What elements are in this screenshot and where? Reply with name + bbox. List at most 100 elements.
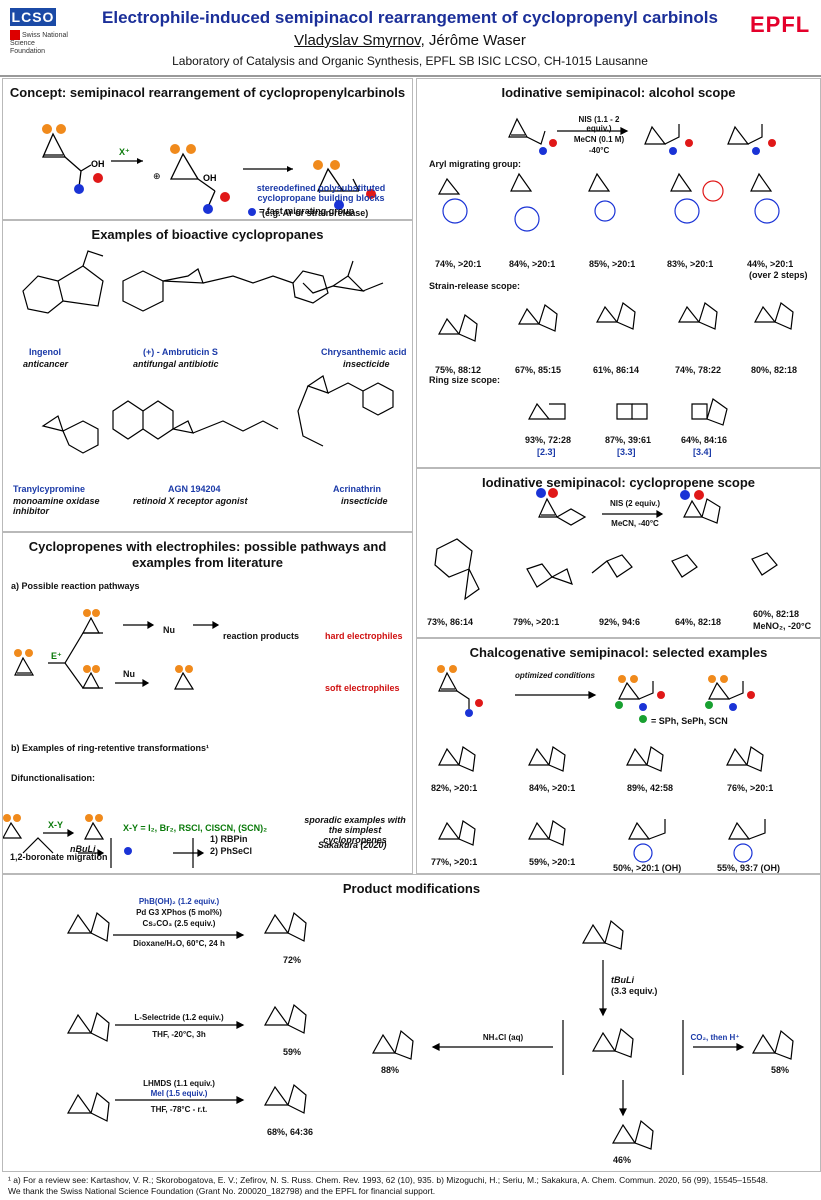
ring-tag-3: [3.4]: [693, 447, 712, 457]
poster-authors: Vladyslav Smyrnov, Jérôme Waser: [294, 32, 526, 49]
concept-legend-2: (e.g. Ar or strain-release): [262, 208, 369, 218]
concept-title: Concept: semipinacol rearrangement of cy…: [9, 85, 406, 100]
cyclopropene-yield-5-note: MeNO₂, -20°C: [753, 621, 812, 631]
ring-yield-3: 64%, 84:16: [681, 435, 728, 445]
nh4cl-reagent: NH₄Cl (aq): [482, 1033, 524, 1042]
cyclopropene-yield-2: 79%, >20:1: [513, 617, 560, 627]
modifications-title: Product modifications: [342, 881, 481, 896]
header-divider: [0, 75, 821, 77]
poster-header: LCSO Swiss National Science Foundation E…: [0, 0, 821, 74]
alcohol-reagent-1: NIS (1.1 - 2 equiv.): [578, 115, 620, 133]
chalcogen-yield-r1-2: 84%, >20:1: [529, 783, 576, 793]
bioactive-structures: [22, 250, 394, 454]
aryl-label: Aryl migrating group:: [429, 159, 521, 169]
chalcogen-yield-r2-4: 55%, 93:7 (OH): [717, 863, 781, 873]
nh4cl-yield: 88%: [381, 1065, 400, 1075]
methylation-reagent-2: MeI (1.5 equiv.): [150, 1089, 208, 1098]
strain-yield-3: 61%, 86:14: [593, 365, 640, 375]
methylation-yield: 68%, 64:36: [267, 1127, 314, 1137]
lcso-logo: LCSO Swiss National Science Foundation: [10, 8, 68, 64]
concept-panel: Concept: semipinacol rearrangement of cy…: [2, 78, 413, 220]
co2-reagent: CO₂, then H⁺: [690, 1033, 740, 1042]
concept-legend: = fast migrating group: [259, 206, 355, 216]
strain-yield-4: 74%, 78:22: [675, 365, 722, 375]
cyclopropene-scope-panel: Iodinative semipinacol: cyclopropene sco…: [416, 468, 821, 638]
benzophenone-yield: 46%: [613, 1155, 632, 1165]
cyclopropene-reagent-1: NIS (2 equiv.): [609, 499, 661, 508]
epfl-logo: EPFL: [750, 12, 811, 37]
modifications-structures: [66, 911, 794, 1150]
agn-desc: retinoid X receptor agonist: [133, 496, 248, 506]
pathways-subtitle: a) Possible reaction pathways: [11, 581, 140, 591]
ring-yield-2: 87%, 39:61: [605, 435, 652, 445]
svg-text:OH: OH: [203, 173, 217, 183]
nu-label-2: Nu: [123, 669, 135, 679]
acrinathrin-name: Acrinathrin: [333, 484, 382, 494]
alcohol-reagent-2: MeCN (0.1 M): [573, 135, 625, 144]
alcohol-scope-title: Iodinative semipinacol: alcohol scope: [501, 85, 736, 100]
tranylcypromine-desc: monoamine oxidase inhibitor: [13, 496, 100, 516]
bioactive-title: Examples of bioactive cyclopropanes: [91, 227, 324, 242]
chalcogen-yield-r2-2: 59%, >20:1: [529, 857, 576, 867]
strain-yield-5: 80%, 82:18: [751, 365, 798, 375]
chalcogen-yield-r1-3: 89%, 42:58: [627, 783, 674, 793]
difunct-label: Difunctionalisation:: [11, 773, 95, 783]
sporadic-note: sporadic examples with the simplest cycl…: [304, 815, 406, 845]
cyclopropene-yield-1: 73%, 86:14: [427, 617, 474, 627]
chalcogen-yield-r2-1: 77%, >20:1: [431, 857, 478, 867]
chrysanthemic-name: Chrysanthemic acid: [321, 347, 407, 357]
aryl-yield-3: 85%, >20:1: [589, 259, 636, 269]
methylation-reagent-3: THF, -78°C - r.t.: [150, 1105, 208, 1114]
footnote-ref: ¹ a) For a review see: Kartashov, V. R.;…: [8, 1175, 769, 1185]
eplus-label: E⁺: [51, 651, 62, 661]
xy-reagent: X-Y: [48, 820, 64, 830]
ingenol-name: Ingenol: [29, 347, 61, 357]
ambruticin-name: (+) - Ambruticin S: [143, 347, 218, 357]
aryl-yield-4: 83%, >20:1: [667, 259, 714, 269]
nbuli-reagent: nBuLi: [70, 844, 96, 854]
blue-dot-icon: [248, 208, 256, 216]
reduction-reagent-2: THF, -20°C, 3h: [152, 1030, 206, 1039]
poster-affiliation: Laboratory of Catalysis and Organic Synt…: [172, 54, 648, 68]
footnote-ack: We thank the Swiss National Science Foun…: [8, 1186, 436, 1196]
nu-label-1: Nu: [163, 625, 175, 635]
alcohol-scope-structures: [438, 117, 794, 426]
xy-list: X-Y = I₂, Br₂, RSCl, ClSCN, (SCN)₂: [123, 823, 268, 833]
snsf-flag-icon: [10, 30, 20, 40]
suzuki-yield: 72%: [283, 955, 302, 965]
methylation-reagent-1: LHMDS (1.1 equiv.): [143, 1079, 215, 1088]
phsecl-step: 2) PhSeCl: [210, 846, 253, 856]
chalcogen-yield-r1-4: 76%, >20:1: [727, 783, 774, 793]
chalcogen-yield-r1-1: 82%, >20:1: [431, 783, 478, 793]
co2-yield: 58%: [771, 1065, 790, 1075]
lcso-logo-text: LCSO: [10, 8, 56, 26]
cyclopropene-scope-title: Iodinative semipinacol: cyclopropene sco…: [481, 475, 756, 490]
chalcogen-legend: = SPh, SePh, SCN: [651, 716, 728, 726]
chalcogen-title: Chalcogenative semipinacol: selected exa…: [469, 645, 768, 660]
rbpin-step: 1) RBPin: [210, 834, 248, 844]
svg-text:OH: OH: [91, 159, 105, 169]
suzuki-reagent-1: PhB(OH)₂ (1.2 equiv.): [138, 897, 220, 906]
tbuli-reagent: tBuLi: [611, 975, 634, 985]
ring-tag-1: [2.3]: [537, 447, 556, 457]
cyclopropene-yield-5: 60%, 82:18: [753, 609, 800, 619]
chalcogen-panel: Chalcogenative semipinacol: selected exa…: [416, 638, 821, 874]
poster-title: Electrophile-induced semipinacol rearran…: [102, 8, 718, 27]
cyclopropenes-panel: Cyclopropenes with electrophiles: possib…: [2, 532, 413, 874]
chalcogen-yield-r2-3: 50%, >20:1 (OH): [613, 863, 682, 873]
strain-label: Strain-release scope:: [429, 281, 521, 291]
ring-retentive-subtitle: b) Examples of ring-retentive transforma…: [11, 743, 210, 753]
ring-label: Ring size scope:: [429, 375, 501, 385]
svg-text:⊕: ⊕: [153, 171, 161, 181]
modifications-panel: Product modifications PhB(OH)₂ (1.2 equi…: [2, 874, 821, 1172]
ingenol-desc: anticancer: [23, 359, 69, 369]
alcohol-scope-panel: Iodinative semipinacol: alcohol scope: [416, 78, 821, 468]
chrysanthemic-desc: insecticide: [343, 359, 390, 369]
ring-tag-2: [3.3]: [617, 447, 636, 457]
soft-electrophiles: soft electrophiles: [325, 683, 400, 693]
agn-name: AGN 194204: [168, 484, 221, 494]
bioactive-panel: Examples of bioactive cyclopropanes: [2, 220, 413, 532]
cyclopropenes-title: Cyclopropenes with electrophiles: possib…: [28, 539, 387, 570]
tbuli-equiv: (3.3 equiv.): [611, 986, 658, 996]
boronate-label: 1,2-boronate migration: [10, 852, 108, 862]
